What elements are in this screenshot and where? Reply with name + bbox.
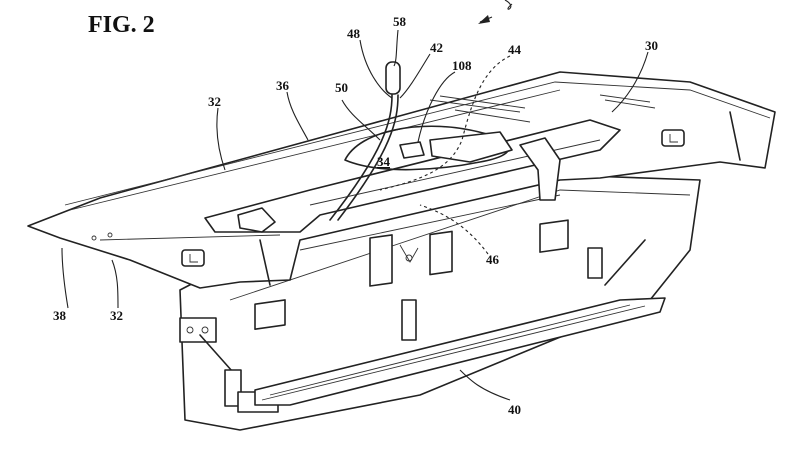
reference-labels: 58 48 42 44 108 50 34 36 32 30 46 38 32 … [53,14,658,417]
arrowhead-icon [478,15,490,24]
latch-mechanism [237,61,561,233]
ref-48: 48 [347,26,361,41]
ref-58: 58 [393,14,407,29]
ref-36: 36 [276,78,290,93]
ref-50: 50 [335,80,348,95]
ref-108: 108 [452,58,472,73]
ref-32-bottom: 32 [110,308,123,323]
ref-44: 44 [508,42,522,57]
latch-44 [429,131,513,163]
ref-34: 34 [377,154,391,169]
ref-32-top: 32 [208,94,221,109]
ref-42: 42 [430,40,443,55]
knob-58 [385,61,401,95]
clip-108 [399,141,425,159]
ref-30: 30 [645,38,658,53]
tailgate-body [179,174,701,431]
figure-title: FIG. 2 [88,12,155,38]
step-panel [254,297,666,406]
ref-46: 46 [486,252,500,267]
ref-40: 40 [508,402,521,417]
leader-lines [61,29,649,401]
rod-48 [329,94,393,221]
ref-38: 38 [53,308,67,323]
top-rim [27,71,776,289]
